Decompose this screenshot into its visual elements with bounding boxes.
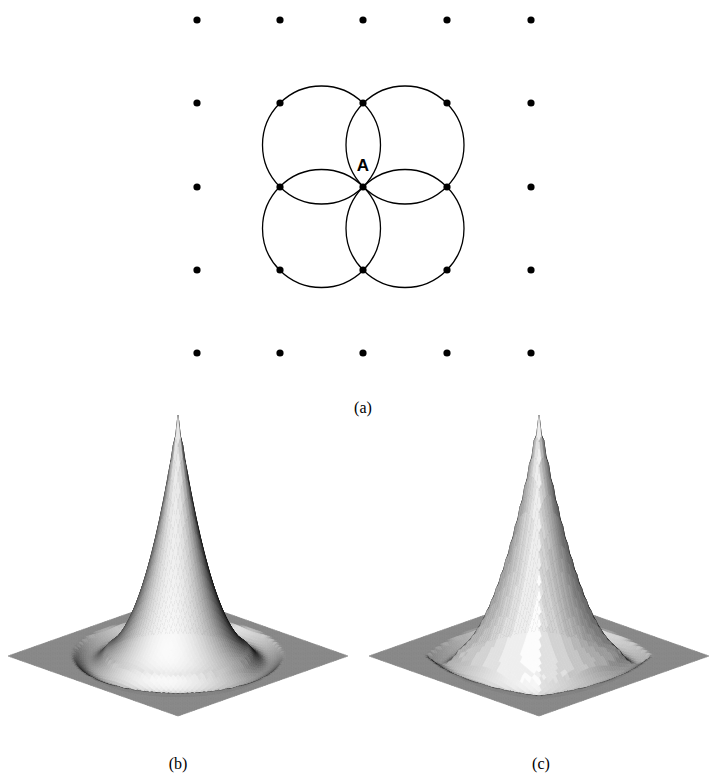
grid-node: [193, 16, 200, 23]
grid-node: [443, 266, 450, 273]
grid-node: [443, 99, 450, 106]
grid-node: [527, 266, 534, 273]
grid-node: [443, 16, 450, 23]
grid-node: [527, 99, 534, 106]
node-grid: [193, 16, 534, 356]
grid-node: [527, 16, 534, 23]
surface-plot: [8, 415, 348, 716]
grid-node: [276, 16, 283, 23]
grid-node: [443, 183, 450, 190]
grid-node: [527, 349, 534, 356]
grid-node: [276, 266, 283, 273]
grid-node: [193, 266, 200, 273]
grid-node: [359, 183, 366, 190]
grid-node: [193, 99, 200, 106]
grid-node: [193, 183, 200, 190]
grid-node: [359, 16, 366, 23]
grid-node: [359, 349, 366, 356]
grid-node: [527, 183, 534, 190]
grid-node: [276, 183, 283, 190]
grid-node: [359, 266, 366, 273]
grid-node: [193, 349, 200, 356]
grid-node: [359, 99, 366, 106]
grid-node: [276, 99, 283, 106]
grid-node: [443, 349, 450, 356]
grid-node: [276, 349, 283, 356]
